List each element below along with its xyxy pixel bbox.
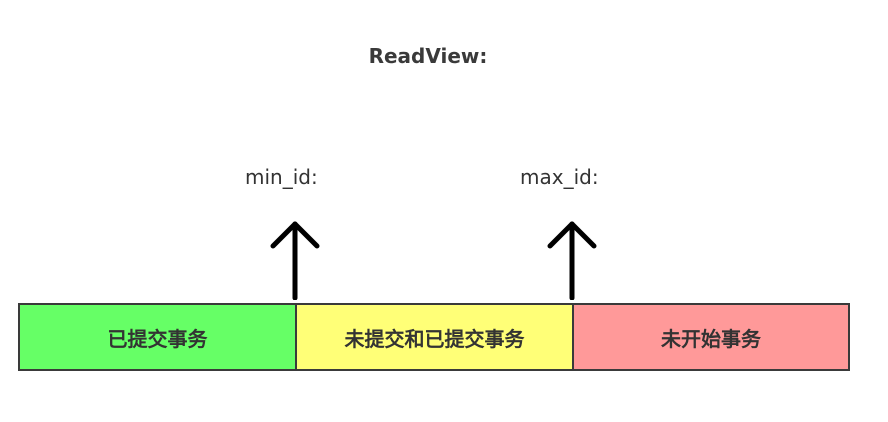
diagram-title: ReadView: <box>368 44 488 68</box>
min-id-label: min_id: <box>245 165 318 189</box>
transaction-range-bar: 已提交事务 未提交和已提交事务 未开始事务 <box>18 303 850 371</box>
mixed-transactions-segment: 未提交和已提交事务 <box>297 305 574 369</box>
committed-transactions-segment: 已提交事务 <box>20 305 297 369</box>
max-id-arrow-up-icon <box>547 221 597 300</box>
not-started-transactions-segment: 未开始事务 <box>574 305 848 369</box>
max-id-label: max_id: <box>520 165 599 189</box>
min-id-arrow-up-icon <box>270 221 320 300</box>
